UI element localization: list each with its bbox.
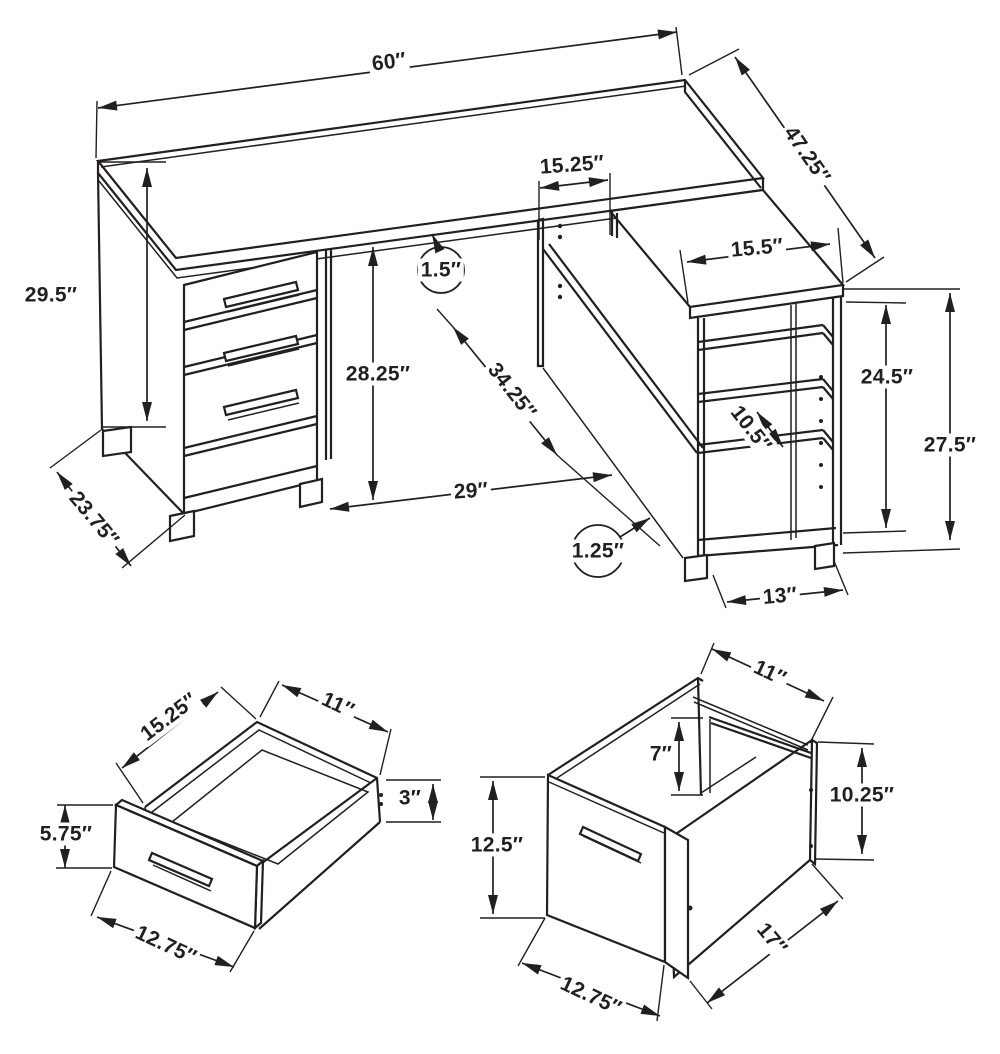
dim-label-file_drawer-front-width: 12.75″ (554, 970, 628, 1022)
dim-label-small_drawer-side-height: 3″ (395, 786, 425, 810)
dim-label-file_drawer-side-depth: 17″ (750, 916, 794, 962)
dim-label-file_drawer-front-height: 12.5″ (467, 833, 527, 857)
dim-label-desk-return-height: 27.5″ (920, 433, 980, 457)
dim-label-small_drawer-front-height: 5.75″ (36, 822, 96, 846)
dim-label-desk-overall-height: 29.5″ (21, 283, 81, 307)
small-drawer-drawing (56, 680, 441, 973)
dim-label-desk-panel-thickness: 1.25″ (568, 539, 628, 563)
dim-label-small_drawer-drawer-depth: 15.25″ (133, 686, 205, 748)
desk-drawing (49, 26, 961, 609)
dim-label-file_drawer-back-height: 10.25″ (826, 783, 898, 807)
dim-label-file_drawer-inner-height: 7″ (646, 742, 676, 766)
dim-label-desk-kneehole-clearance: 29″ (450, 478, 492, 504)
dim-label-desk-clearance-height: 28.25″ (342, 362, 414, 386)
dim-label-desk-shelf-gap: 10.5″ (723, 398, 779, 460)
dim-label-desk-shelf-opening: 24.5″ (857, 365, 917, 389)
dim-label-desk-top-thickness: 1.5″ (417, 258, 465, 282)
file-drawer-drawing (480, 642, 875, 1022)
dim-label-desk-return-top-width: 15.5″ (726, 233, 788, 263)
dim-label-desk-shelf-width: 13″ (758, 582, 802, 610)
dim-label-desk-width: 60″ (367, 47, 411, 77)
dim-label-desk-return-length: 47.25″ (777, 119, 837, 191)
dim-label-small_drawer-drawer-width: 11″ (315, 686, 361, 724)
dim-label-small_drawer-front-width: 12.75″ (129, 919, 203, 971)
dim-label-desk-diagonal-clearance: 34.25″ (481, 356, 543, 426)
dim-label-desk-kneehole-width: 15.25″ (536, 151, 608, 179)
dim-label-file_drawer-drawer-width: 11″ (747, 654, 793, 692)
dim-label-desk-desk-depth: 23.75″ (62, 484, 126, 554)
